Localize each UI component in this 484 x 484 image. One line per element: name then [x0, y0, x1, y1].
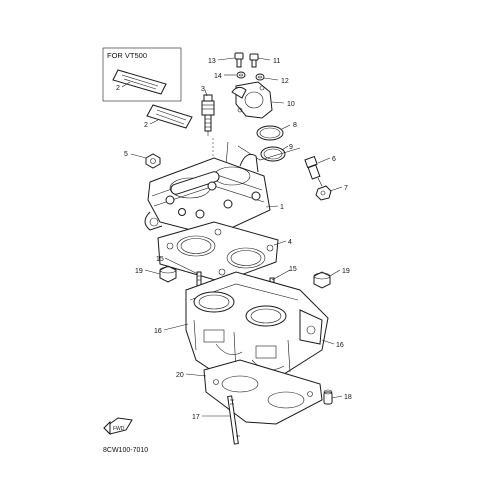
callout-18: 18: [344, 394, 352, 401]
guide-line-cover: [237, 145, 301, 161]
callout-9: 9: [289, 144, 293, 151]
washer-7: [315, 185, 332, 201]
temp-sensor-6: [304, 155, 323, 187]
callout-6: 6: [332, 156, 336, 163]
callout-17: 17: [192, 414, 200, 421]
callout-4: 4: [288, 239, 292, 246]
bolt-11: [249, 53, 259, 68]
callout-16-left: 16: [154, 328, 162, 335]
callout-16-right: 16: [336, 342, 344, 349]
inset-box: FOR VT500: [102, 47, 182, 102]
fwd-label: FWD: [113, 426, 125, 432]
o-ring-9: [260, 146, 286, 162]
callout-13: 13: [208, 58, 216, 65]
stud-17: [227, 395, 240, 445]
callout-7: 7: [344, 185, 348, 192]
catalog-code: 8CW100-7010: [103, 447, 148, 454]
cylinder-head: [144, 153, 271, 237]
nut-19-right: [313, 271, 331, 289]
decal: [146, 104, 193, 129]
callout-15-right: 15: [289, 266, 297, 273]
forward-direction-badge: FWD: [103, 417, 133, 436]
callout-19-right: 19: [342, 268, 350, 275]
bolt-13: [234, 52, 244, 68]
guide-line-hose: [225, 141, 229, 166]
callout-1: 1: [280, 204, 284, 211]
washer-14: [236, 71, 246, 79]
callout-2: 2: [144, 122, 148, 129]
inset-label: FOR VT500: [107, 51, 147, 60]
decal-inset: [112, 69, 167, 95]
callout-3: 3: [201, 86, 205, 93]
callout-20: 20: [176, 372, 184, 379]
nut-12: [255, 73, 265, 81]
callout-11: 11: [273, 58, 280, 65]
callout-5: 5: [124, 151, 128, 158]
callout-8: 8: [293, 122, 297, 129]
dowel-18: [323, 389, 333, 405]
head-gasket: [157, 221, 279, 283]
spark-plug: [201, 94, 215, 136]
callout-14: 14: [214, 73, 222, 80]
nut-19-left: [159, 265, 177, 283]
callout-15-left: 15: [156, 256, 164, 263]
callout-19-left: 19: [135, 268, 143, 275]
o-ring-8: [256, 125, 284, 141]
callout-labels: 13 11 14 12 3 10 2 2 8 9 5 6 7 1 4 15 15…: [116, 58, 352, 421]
thermostat-cover: [231, 81, 273, 119]
leader-lines: [121, 57, 343, 417]
cylinder-block: [185, 271, 329, 389]
callout-12: 12: [281, 78, 289, 85]
callout-2-inset: 2: [116, 85, 120, 92]
callout-10: 10: [287, 101, 295, 108]
inset-frame: [102, 47, 182, 102]
base-gasket: [203, 359, 323, 425]
nut-5: [145, 153, 161, 169]
